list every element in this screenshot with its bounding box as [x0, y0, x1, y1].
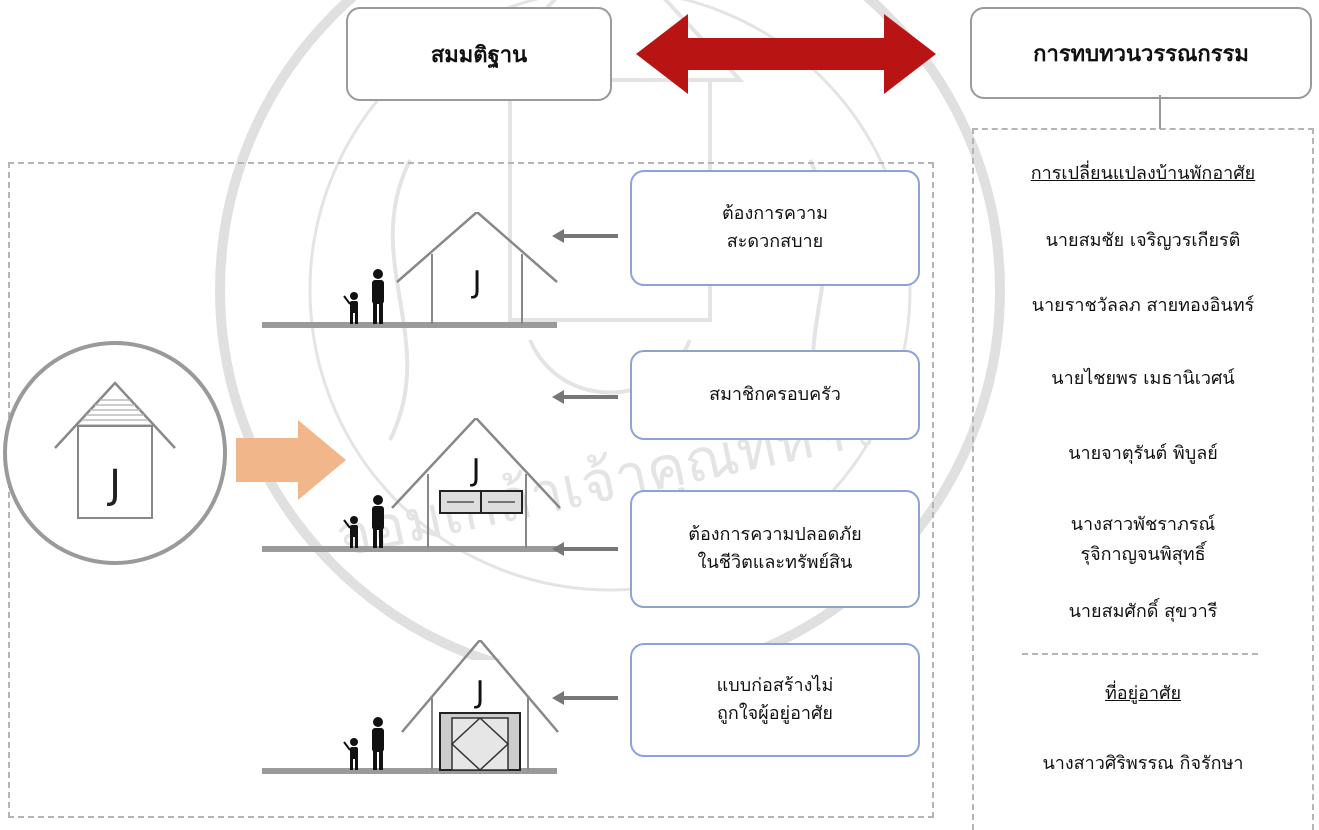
hypothesis-header-label: สมมติฐาน: [430, 42, 528, 68]
author-name: นายไชยพร เมธานิเวศน์: [1051, 368, 1235, 389]
house-letter: J: [471, 265, 482, 300]
section-divider: [1022, 653, 1258, 655]
note-box-4: แบบก่อสร้างไม่ ถูกใจผู้อยู่อาศัย: [630, 643, 920, 757]
house-letter: J: [474, 675, 485, 710]
note-box-2: สมาชิกครอบครัว: [630, 350, 920, 440]
house-scene-2: J: [262, 418, 561, 552]
note-line: แบบก่อสร้างไม่: [716, 675, 834, 697]
literature-panel: [972, 128, 1314, 830]
author-name: นายสมศักดิ์ สุขวารี: [1068, 601, 1218, 622]
original-house-circle-icon: J: [3, 341, 227, 565]
literature-header-box: การทบทวนวรรณกรรม: [970, 7, 1312, 99]
orange-arrow-icon: [236, 420, 346, 500]
pointer-arrow-icon: [552, 390, 618, 404]
pointer-arrow-icon: [552, 691, 618, 705]
note-line: สมาชิกครอบครัว: [709, 384, 841, 406]
literature-header-label: การทบทวนวรรณกรรม: [1033, 41, 1249, 67]
hypothesis-header-box: สมมติฐาน: [346, 7, 612, 101]
house-scene-3: J: [262, 640, 559, 774]
house-letter: J: [470, 453, 481, 488]
note-line: ต้องการความปลอดภัย: [688, 524, 862, 546]
pointer-arrow-icon: [552, 229, 618, 243]
note-line: ต้องการความ: [721, 203, 829, 225]
note-box-1: ต้องการความ สะดวกสบาย: [630, 170, 920, 286]
house-letter: J: [106, 462, 121, 508]
literature-connector: [1159, 95, 1161, 129]
section-title-housing-change: การเปลี่ยนแปลงบ้านพักอาศัย: [1030, 163, 1256, 184]
note-line: ในชีวิตและทรัพย์สิน: [697, 552, 853, 573]
pointer-arrow-icon: [552, 542, 618, 556]
author-name: นายจาตุรันต์ พิบูลย์: [1068, 443, 1218, 464]
author-name: นางสาวพัชราภรณ์: [1070, 514, 1216, 535]
hypothesis-panel: [8, 162, 934, 818]
author-name: นายสมชัย เจริญวรเกียรติ: [1045, 230, 1241, 251]
author-name: นายราชวัลลภ สายทองอินทร์: [1031, 295, 1255, 316]
note-line: สะดวกสบาย: [726, 231, 824, 252]
note-box-3: ต้องการความปลอดภัย ในชีวิตและทรัพย์สิน: [630, 490, 920, 608]
double-arrow-icon: [636, 14, 936, 94]
author-name: รุจิกาญจนพิสุทธิ์: [1080, 544, 1206, 565]
author-name: นางสาวศิริพรรณ กิจรักษา: [1042, 753, 1244, 774]
house-scene-1: J: [262, 212, 558, 328]
note-line: ถูกใจผู้อยู่อาศัย: [717, 703, 833, 724]
section-title-housing: ที่อยู่อาศัย: [1104, 683, 1182, 704]
